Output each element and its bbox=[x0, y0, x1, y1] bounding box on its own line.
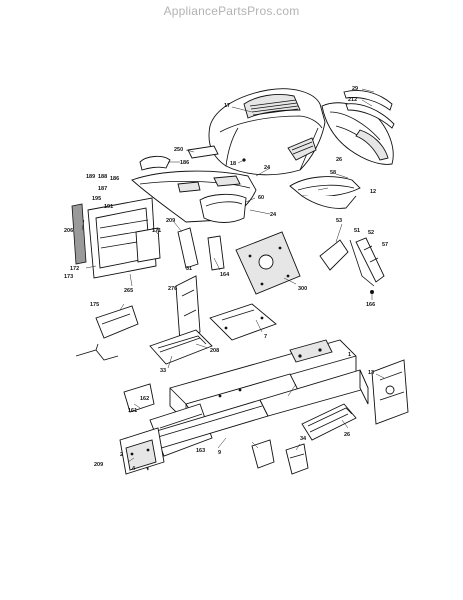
bracket-small-b[interactable] bbox=[285, 443, 309, 475]
fuel-tank-strap[interactable] bbox=[289, 176, 361, 209]
footrest-left[interactable] bbox=[149, 329, 213, 365]
side-bracket-left[interactable] bbox=[95, 275, 201, 343]
callout-2: 2 bbox=[120, 452, 123, 458]
callout-29: 29 bbox=[352, 86, 358, 92]
callout-171: 171 bbox=[152, 228, 161, 234]
callout-51: 51 bbox=[354, 228, 360, 234]
callout-186-b: 186 bbox=[110, 176, 119, 182]
callout-60: 60 bbox=[258, 195, 264, 201]
hood-side-panel[interactable] bbox=[321, 102, 394, 165]
callout-164: 164 bbox=[220, 272, 230, 278]
callout-57: 57 bbox=[382, 242, 388, 248]
callout-9: 9 bbox=[218, 450, 221, 456]
callout-18: 18 bbox=[230, 161, 236, 167]
callout-250: 250 bbox=[174, 147, 183, 153]
callout-209: 209 bbox=[166, 218, 175, 224]
watermark-text: AppliancePartsPros.com bbox=[163, 4, 300, 18]
callout-276: 276 bbox=[168, 286, 177, 292]
callout-186: 186 bbox=[180, 160, 189, 166]
callout-34: 34 bbox=[300, 436, 307, 442]
support-strut[interactable] bbox=[177, 227, 225, 271]
callout-52: 52 bbox=[368, 230, 374, 236]
callout-189: 189 bbox=[86, 174, 95, 180]
callout-208: 208 bbox=[210, 348, 219, 354]
callout-33: 33 bbox=[160, 368, 166, 374]
front-grille-frame[interactable] bbox=[71, 197, 161, 279]
callout-209-b: 209 bbox=[94, 462, 103, 468]
callout-13: 13 bbox=[368, 370, 374, 376]
callout-188: 188 bbox=[98, 174, 107, 180]
callout-172: 172 bbox=[70, 266, 79, 272]
center-plate[interactable] bbox=[209, 303, 277, 341]
callout-162: 162 bbox=[140, 396, 149, 402]
rear-bracket-right[interactable] bbox=[371, 359, 409, 425]
footrest-right[interactable] bbox=[301, 403, 357, 441]
callout-191: 191 bbox=[104, 204, 113, 210]
front-axle-bracket[interactable] bbox=[119, 427, 165, 475]
callout-4: 4 bbox=[132, 466, 136, 472]
callout-300: 300 bbox=[298, 286, 307, 292]
callout-26: 26 bbox=[336, 157, 342, 163]
callout-53: 53 bbox=[336, 218, 342, 224]
callout-206: 206 bbox=[64, 228, 73, 234]
callout-265: 265 bbox=[124, 288, 133, 294]
bracket-small-c[interactable] bbox=[123, 383, 155, 413]
callout-166: 166 bbox=[366, 302, 375, 308]
pivot-rod[interactable] bbox=[75, 343, 119, 361]
callout-17: 17 bbox=[224, 103, 230, 109]
bracket-small-a[interactable] bbox=[251, 439, 275, 469]
callout-24-a: 24 bbox=[264, 165, 271, 171]
hood-part[interactable] bbox=[208, 88, 326, 176]
callout-212: 212 bbox=[348, 97, 357, 103]
frame-rail-right[interactable] bbox=[259, 369, 369, 417]
callout-7: 7 bbox=[264, 334, 267, 340]
callout-175: 175 bbox=[90, 302, 99, 308]
callout-161: 161 bbox=[128, 408, 137, 414]
fuel-cap-part[interactable] bbox=[139, 145, 246, 171]
callout-163: 163 bbox=[196, 448, 205, 454]
callout-26-b: 26 bbox=[344, 432, 350, 438]
callout-12: 12 bbox=[370, 189, 376, 195]
engine-mount-plate[interactable] bbox=[235, 231, 301, 295]
callout-187: 187 bbox=[98, 186, 107, 192]
callout-173: 173 bbox=[64, 274, 73, 280]
main-chassis-frame[interactable] bbox=[149, 339, 357, 457]
callout-1: 1 bbox=[348, 352, 351, 358]
callout-31: 31 bbox=[186, 266, 192, 272]
callout-195: 195 bbox=[92, 196, 101, 202]
steering-bracket[interactable] bbox=[319, 237, 385, 294]
callout-58: 58 bbox=[330, 170, 336, 176]
hood-trim-strip[interactable] bbox=[343, 90, 395, 129]
dash-console-part[interactable] bbox=[131, 170, 257, 223]
callout-24-b: 24 bbox=[270, 212, 277, 218]
